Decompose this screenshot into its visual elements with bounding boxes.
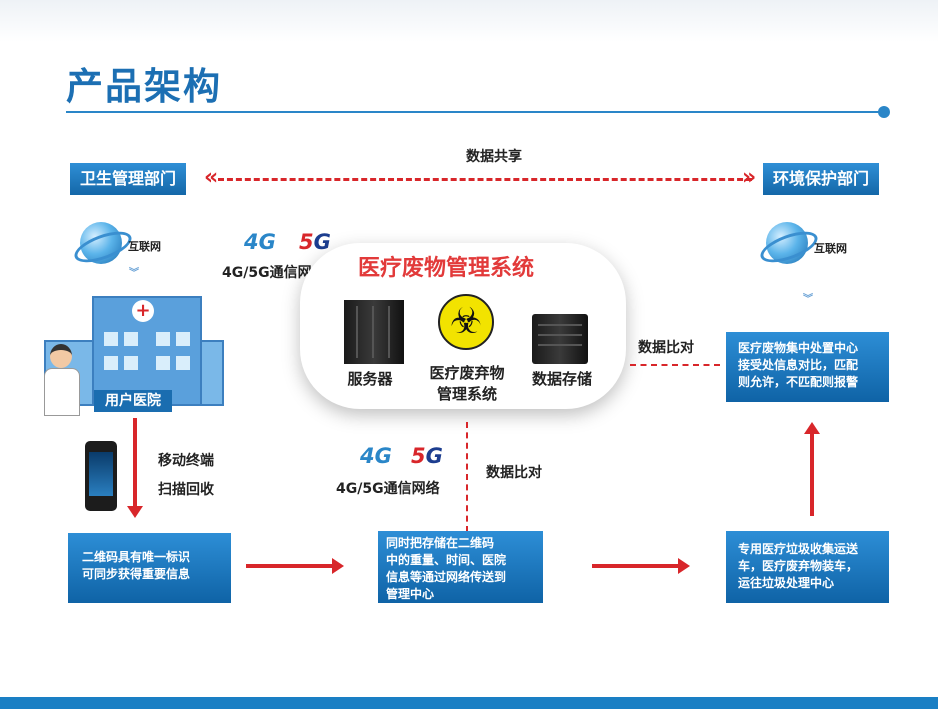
globe-icon	[766, 222, 808, 264]
mobile-terminal-screen	[89, 452, 113, 496]
doctor-body-icon	[44, 368, 80, 416]
server-rack-divider	[356, 306, 358, 358]
page-title: 产品架构	[66, 65, 222, 108]
storage-slot	[538, 324, 582, 326]
hospital-window	[156, 332, 170, 346]
internet-label-right: 互联网	[814, 242, 847, 255]
qr-info-line1: 二维码具有唯一标识	[82, 550, 191, 564]
5g-logo-letter: G	[313, 230, 331, 254]
compare-dashed-line-right	[630, 364, 720, 366]
qr-info-box: 二维码具有唯一标识 可同步获得重要信息	[68, 533, 231, 603]
top-band	[0, 0, 938, 42]
data-compare-label-bottom: 数据比对	[486, 465, 542, 481]
compare-dashed-line-vertical	[466, 422, 468, 532]
share-right-chevron-icon: »	[742, 165, 757, 190]
data-compare-label-right: 数据比对	[638, 340, 694, 356]
qr-info-line2: 可同步获得重要信息	[82, 567, 191, 581]
right-arrow-icon	[592, 558, 690, 574]
doctor-head-icon	[50, 344, 72, 368]
transport-info-line1: 专用医疗垃圾收集运送	[738, 542, 859, 556]
scan-recycle-label: 扫描回收	[158, 482, 214, 498]
transport-info-line2: 车，医疗废弃物装车，	[738, 559, 859, 573]
disposal-center-line3: 则允许，不匹配则报警	[738, 375, 859, 389]
disposal-center-line2: 接受处信息对比，匹配	[738, 358, 859, 372]
hospital-window	[124, 356, 138, 370]
upload-info-line4: 管理中心	[386, 587, 435, 601]
bottom-bar	[0, 697, 938, 709]
waste-system-label-line1: 医疗废弃物	[429, 364, 505, 382]
transport-info-line3: 运往垃圾处理中心	[738, 576, 835, 590]
storage-icon	[532, 314, 588, 364]
up-arrow-icon	[804, 422, 820, 516]
disposal-center-box: 医疗废物集中处置中心 接受处信息对比，匹配 则允许，不匹配则报警	[726, 332, 889, 402]
5g-logo-icon: 5G	[411, 444, 443, 468]
4g-logo-icon: 4G	[244, 230, 276, 254]
hospital-window	[176, 356, 190, 370]
upload-info-box: 同时把存储在二维码 中的重量、时间、医院 信息等通过网络传送到 管理中心	[378, 531, 543, 603]
transport-info-box: 专用医疗垃圾收集运送 车，医疗废弃物装车， 运往垃圾处理中心	[726, 531, 889, 603]
mobile-terminal-label: 移动终端	[158, 453, 214, 469]
server-rack-divider	[388, 306, 390, 358]
waste-system-label: 医疗废弃物 管理系统	[420, 362, 514, 404]
globe-icon	[80, 222, 122, 264]
storage-slot	[538, 334, 582, 336]
hospital-window	[104, 356, 118, 370]
storage-slot	[538, 344, 582, 346]
data-share-dashed-line	[218, 178, 752, 181]
environment-department-label: 环境保护部门	[763, 163, 880, 195]
internet-right-chevron-icon: ︾	[803, 294, 813, 305]
title-divider	[66, 111, 884, 113]
hospital-cross-icon: +	[132, 300, 154, 322]
health-department-label: 卫生管理部门	[70, 163, 187, 195]
server-rack-icon	[344, 300, 404, 364]
biohazard-icon: ☣	[438, 294, 494, 350]
down-arrow-icon	[127, 418, 143, 518]
storage-label: 数据存储	[531, 370, 592, 388]
hospital-window	[156, 356, 170, 370]
hospital-window	[104, 332, 118, 346]
5g-logo-letter: G	[425, 444, 443, 468]
right-arrow-icon	[246, 558, 344, 574]
data-share-label: 数据共享	[466, 149, 522, 165]
title-divider-dot	[878, 106, 890, 118]
network-label-bottom: 4G/5G通信网络	[336, 481, 440, 497]
upload-info-line3: 信息等通过网络传送到	[386, 570, 507, 584]
4g-logo-icon: 4G	[360, 444, 392, 468]
server-label: 服务器	[347, 370, 393, 388]
share-left-chevron-icon: «	[204, 165, 219, 190]
hospital-window	[124, 332, 138, 346]
upload-info-line2: 中的重量、时间、医院	[386, 553, 507, 567]
waste-system-label-line2: 管理系统	[436, 385, 497, 403]
hospital-label: 用户医院	[94, 390, 172, 412]
5g-logo-digit: 5	[411, 444, 426, 468]
system-title: 医疗废物管理系统	[358, 256, 535, 281]
5g-logo-icon: 5G	[299, 230, 331, 254]
hospital-window	[176, 332, 190, 346]
disposal-center-line1: 医疗废物集中处置中心	[738, 341, 859, 355]
internet-label-left: 互联网	[128, 240, 161, 253]
network-label-top: 4G/5G通信网络	[222, 265, 326, 281]
5g-logo-digit: 5	[299, 230, 314, 254]
internet-left-chevron-icon: ︾	[129, 268, 139, 279]
server-rack-divider	[372, 306, 374, 358]
upload-info-line1: 同时把存储在二维码	[386, 536, 495, 550]
